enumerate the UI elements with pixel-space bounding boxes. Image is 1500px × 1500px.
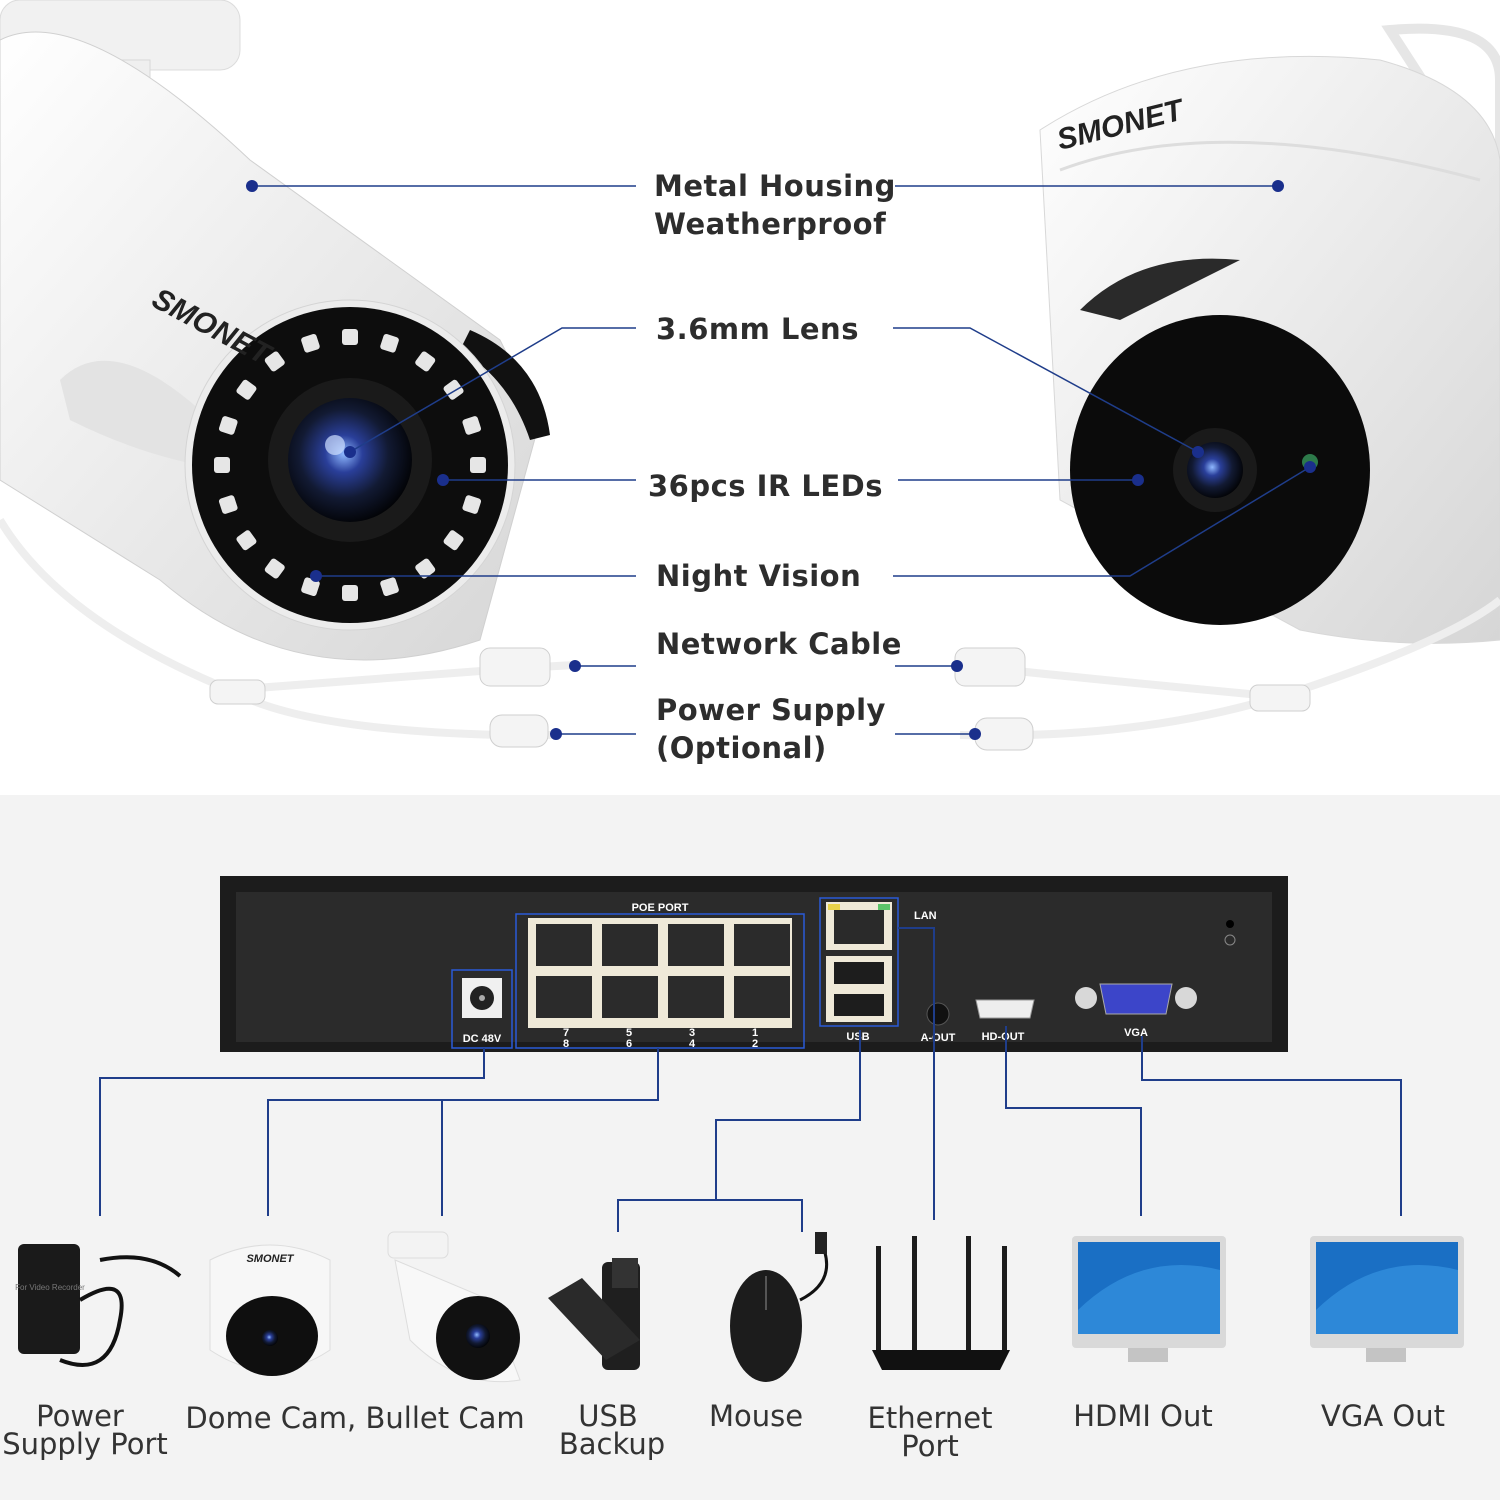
ir-led [380, 577, 399, 597]
device-label-mouse: Mouse [708, 1399, 804, 1433]
feature-ir-leds: 36pcs IR LEDs [648, 469, 884, 503]
ir-led [214, 457, 230, 473]
feature-network-cable: Network Cable [656, 627, 902, 661]
ir-led [380, 333, 399, 353]
device-label-power-line1: Power [36, 1399, 124, 1433]
cable-connectors [209, 647, 1311, 751]
ir-led [415, 351, 436, 372]
ir-led [301, 333, 320, 353]
ir-led [301, 577, 320, 597]
callout-dots [246, 180, 1316, 740]
bullet-camera-image: SMONET [0, 0, 550, 661]
ir-led [415, 558, 436, 579]
ir-led [218, 495, 238, 514]
ir-led [218, 416, 238, 435]
feature-metal-housing: Metal Housing [654, 169, 896, 203]
device-label-usb-line2: Backup [558, 1427, 666, 1461]
device-label-ethernet-line2: Port [901, 1429, 959, 1463]
ir-led [264, 351, 285, 372]
ir-led [462, 495, 482, 514]
ir-led [462, 416, 482, 435]
device-label-hdmi: HDMI Out [1073, 1399, 1213, 1433]
ir-led [236, 379, 257, 400]
ir-led [342, 329, 358, 345]
device-label-usb-line1: USB [578, 1399, 638, 1433]
ir-led-ring [214, 329, 486, 601]
nvr-connections-panel [0, 795, 1500, 1500]
feature-power-supply: Power Supply [656, 693, 886, 727]
callout-lines [252, 185, 1311, 735]
feature-night-vision: Night Vision [656, 559, 862, 593]
device-label-vga: VGA Out [1321, 1399, 1445, 1433]
device-label-ethernet-line1: Ethernet [867, 1401, 993, 1435]
feature-optional: (Optional) [656, 731, 827, 765]
ir-led [264, 558, 285, 579]
ir-led [470, 457, 486, 473]
ir-led [342, 585, 358, 601]
camera-illustrations: SMONET SMONET [0, 0, 1500, 751]
device-label-cams: Dome Cam, Bullet Cam [185, 1401, 525, 1435]
feature-lens: 3.6mm Lens [656, 312, 859, 346]
feature-weatherproof: Weatherproof [654, 207, 887, 241]
device-label-power-line2: Supply Port [2, 1427, 168, 1461]
dome-camera-image: SMONET [1039, 23, 1500, 644]
ir-led [443, 530, 464, 551]
ir-led [236, 530, 257, 551]
